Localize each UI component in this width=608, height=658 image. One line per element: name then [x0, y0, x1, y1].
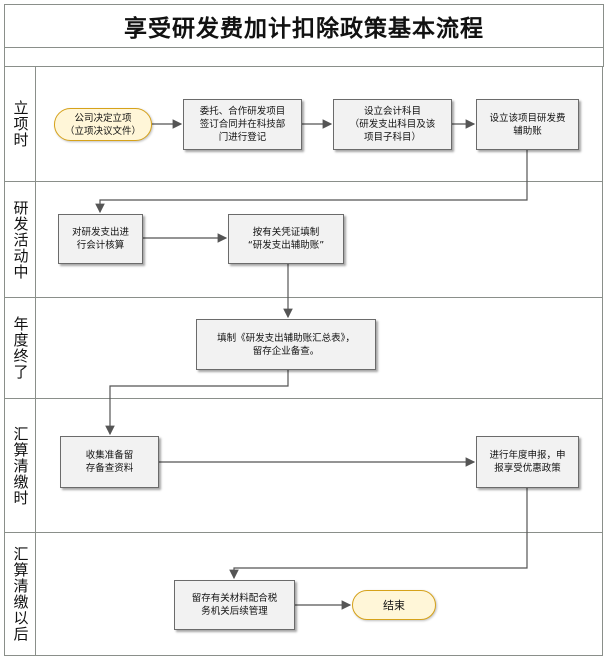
retain-materials-step: 留存有关材料配合税 务机关后续管理	[174, 580, 295, 630]
page-title: 享受研发费加计扣除政策基本流程	[4, 4, 604, 48]
lane-label-after-settlement: 汇算清缴以后	[4, 532, 36, 656]
arrow-summary-to-collect	[105, 370, 289, 436]
set-accounts-step: 设立会计科目 （研发支出科目及该 项目子科目）	[333, 99, 452, 150]
register-project-step: 委托、合作研发项目 签订合同并在科技部 门进行登记	[183, 99, 302, 150]
start-node: 公司决定立项 （立项决议文件）	[54, 108, 152, 141]
arrow-declare-to-retain	[229, 488, 528, 580]
summary-table-step: 填制《研发支出辅助账汇总表》， 留存企业备查。	[196, 319, 376, 370]
collect-materials-step: 收集准备留 存备查资料	[60, 436, 159, 488]
annual-declaration-step: 进行年度申报，申 报享受优惠政策	[476, 436, 579, 488]
accounting-step: 对研发支出进 行会计核算	[58, 214, 143, 264]
aux-ledger-step: 设立该项目研发费 辅助账	[476, 99, 579, 150]
lane-after-settlement	[35, 532, 603, 656]
arrow-auxledger-to-accounting	[95, 150, 528, 214]
fill-aux-ledger-step: 按有关凭证填制 “研发支出辅助账”	[228, 214, 344, 264]
end-node: 结束	[352, 590, 436, 620]
